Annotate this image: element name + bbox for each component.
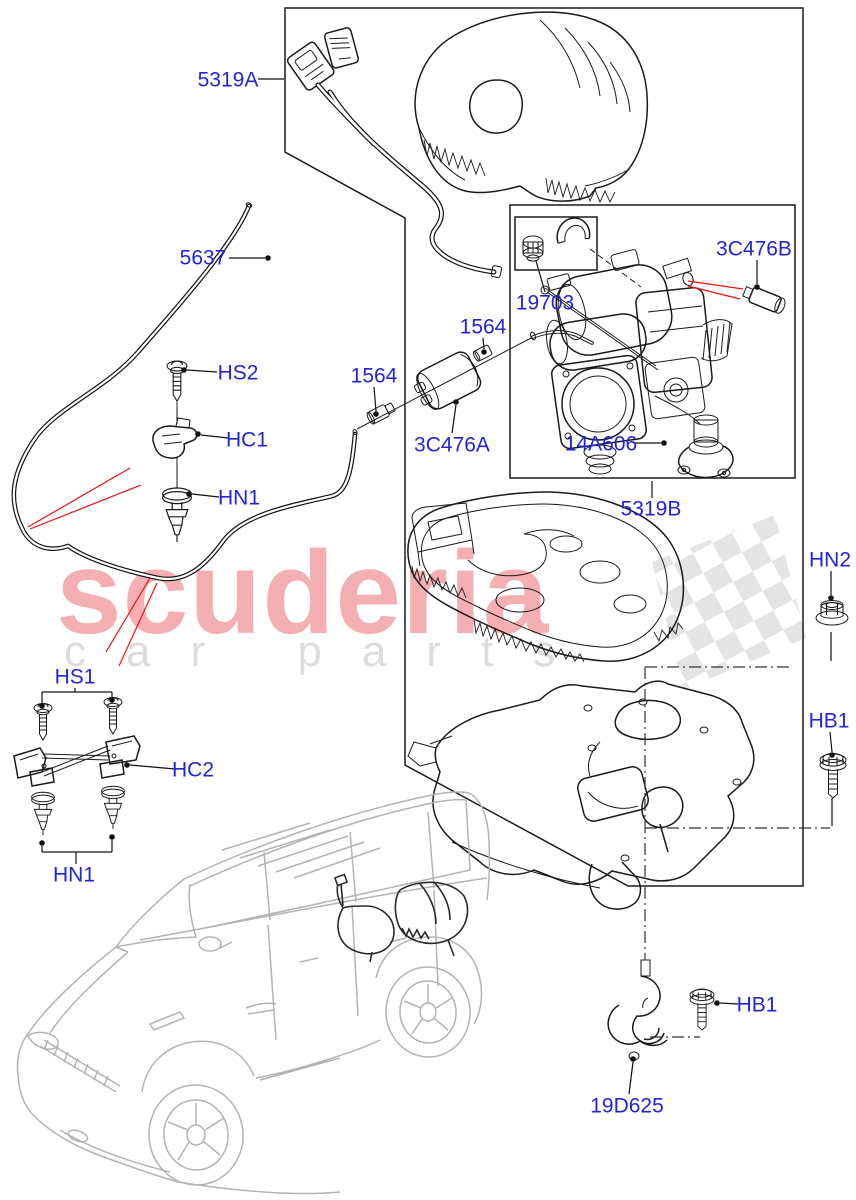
callout-hs2: HS2 [217,361,259,385]
callout-19d625: 19D625 [590,1094,664,1118]
callout-1564-b: 1564 [459,315,507,339]
callout-hn1-b: HN1 [52,863,96,887]
assembly-box-5319b [509,204,796,479]
callout-3c476b: 3C476B [716,237,792,261]
air-line-assembly [356,336,534,430]
wiring-harness [286,27,503,279]
flange-bolt-hb1-b [689,988,715,1031]
callout-hc2: HC2 [171,758,215,782]
service-plug-19703 [522,217,642,288]
callout-1564-a: 1564 [350,364,398,388]
dryer-valve-14a606 [677,414,734,479]
callout-hb1-b: HB1 [736,993,778,1017]
flange-nut-hn2 [815,600,849,626]
foam-tub [407,491,685,663]
fitting-1564-a [366,402,396,425]
flange-bolt-hb1-a [819,753,847,799]
assembly-box-19703 [514,216,598,271]
watermark-brand: scuderia [56,527,550,659]
callout-5319a: 5319A [197,68,259,92]
vent-tube-5637 [11,202,358,582]
callout-hb1-a: HB1 [808,709,850,733]
red-position-markers [27,280,744,667]
callout-19703: 19703 [515,291,575,315]
fitting-1564-b [472,344,493,362]
single-clip-group [152,360,198,543]
watermark-tagline: car parts [64,627,596,676]
callout-5637: 5637 [179,246,227,270]
filter-3c476a [414,351,482,410]
air-compressor [530,249,733,475]
callout-14a606: 14A606 [564,432,638,456]
callout-5319b: 5319B [620,497,682,521]
callout-hn2: HN2 [808,548,852,572]
checker-flag-watermark [652,515,806,690]
assembly-box-5319a [284,7,804,887]
component-location-highlight [333,873,469,963]
callout-leaders [39,78,835,1095]
mounting-bracket-plate [407,680,755,910]
phantom-lines [644,632,833,1038]
callout-hs1: HS1 [54,665,96,689]
connector-3c476b [742,286,786,314]
clip-bracket-group [13,697,141,836]
support-bracket-19d625 [607,959,668,1061]
callout-hn1-a: HN1 [217,486,261,510]
callout-3c476a: 3C476A [414,433,490,457]
foam-cover-part [414,11,649,204]
vehicle-outline [16,791,491,1195]
callout-hc1: HC1 [225,428,269,452]
